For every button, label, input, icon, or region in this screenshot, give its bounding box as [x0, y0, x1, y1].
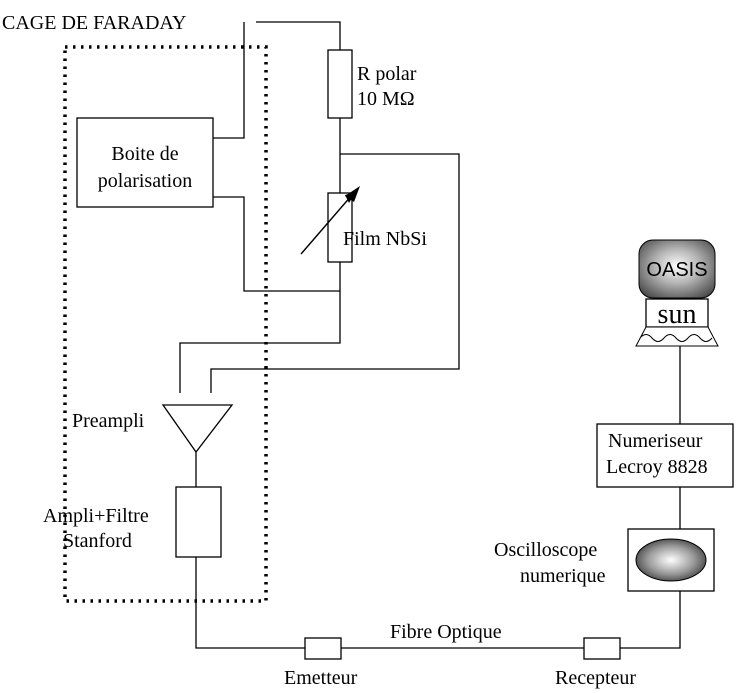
r-polar-resistor — [327, 49, 353, 119]
oscilloscope-label-line1: Oscilloscope — [494, 539, 597, 561]
faraday-cage-boundary — [63, 45, 268, 603]
r-polar-label-line1: R polar — [357, 63, 417, 85]
wires — [179, 21, 681, 649]
ampli-label-line2: Stanford — [63, 530, 132, 552]
oasis-monitor — [638, 239, 716, 299]
numeriseur-label-line2: Lecroy 8828 — [606, 456, 708, 478]
preampli-triangle — [161, 404, 234, 454]
boite-polarisation-box — [76, 117, 214, 208]
film-nbsi-resistor — [327, 192, 353, 263]
sun-label: sun — [658, 299, 697, 330]
boite-label-line1: Boite de — [111, 143, 178, 165]
emetteur-label: Emetteur — [284, 667, 358, 689]
fibre-optique-label: Fibre Optique — [390, 621, 502, 643]
numeriseur-label-line1: Numeriseur — [608, 430, 703, 452]
ampli-filtre-box — [175, 486, 222, 558]
sun-keyboard-icon — [635, 326, 719, 347]
oasis-label: OASIS — [646, 259, 707, 281]
emetteur-box — [304, 637, 342, 660]
r-polar-label-line2: 10 MΩ — [357, 88, 415, 110]
film-nbsi-label: Film NbSi — [343, 228, 427, 250]
faraday-cage-title: CAGE DE FARADAY — [2, 12, 186, 34]
boite-label-line2: polarisation — [98, 170, 192, 192]
preampli-label: Preampli — [72, 410, 145, 432]
computer-icon — [635, 239, 719, 347]
recepteur-box — [583, 637, 621, 660]
ampli-label-line1: Ampli+Filtre — [43, 505, 149, 527]
oscilloscope-label-line2: numerique — [520, 565, 606, 587]
recepteur-label: Recepteur — [555, 667, 636, 689]
sun-console-box — [645, 298, 709, 328]
numeriseur-box — [596, 423, 734, 488]
oscilloscope-screen-icon — [635, 538, 707, 582]
variable-resistor-arrow-icon — [300, 186, 360, 255]
